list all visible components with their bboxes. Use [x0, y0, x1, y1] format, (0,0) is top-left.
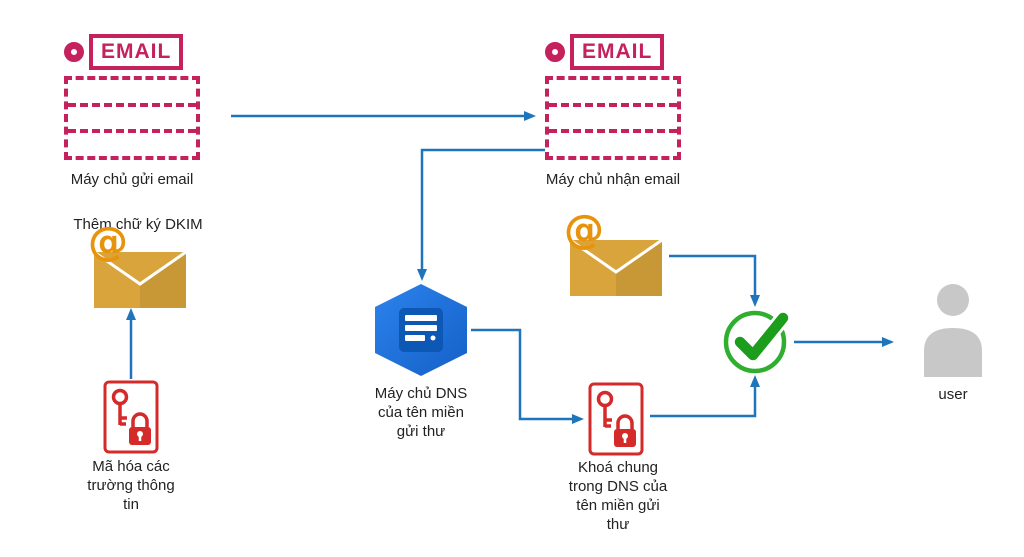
email-badge-text: EMAIL [582, 40, 653, 63]
sender-email-server: EMAIL Máy chủ gửi email [64, 33, 200, 189]
receiver-email-server: EMAIL Máy chủ nhận email [545, 33, 681, 189]
signed-email-icon: @ [88, 222, 194, 310]
envelope-icon [569, 238, 663, 296]
server-circle-icon [64, 42, 84, 62]
caption-line: trong DNS của [568, 478, 668, 496]
server-tray-icon [64, 76, 200, 160]
sender-server-label: Máy chủ gửi email [70, 171, 194, 188]
dashed-row [68, 129, 196, 156]
user-node: user [919, 283, 987, 404]
email-server-icon: EMAIL [64, 33, 200, 71]
encrypt-caption: Mã hóa các trường thông tin [73, 457, 189, 514]
check-verified-icon [723, 310, 791, 374]
at-icon: @ [88, 219, 128, 265]
dashed-row [68, 102, 196, 130]
user-label: user [938, 386, 968, 403]
server-tray-icon [545, 76, 681, 160]
caption-line: tin [123, 496, 139, 514]
encrypt-key-lock-icon [103, 380, 159, 454]
dns-server-label: Máy chủ DNS của tên miền gửi thư [358, 384, 484, 441]
envelope-icon [93, 250, 187, 308]
email-badge: EMAIL [570, 34, 665, 70]
receiver-server-label: Máy chủ nhận email [545, 171, 681, 188]
email-badge: EMAIL [89, 34, 184, 70]
arrow-dns-to-public-key [471, 328, 584, 424]
caption-line: trường thông [87, 477, 175, 495]
arrow-public-key-to-check [650, 375, 760, 418]
caption-line: Khoá chung [577, 459, 659, 476]
caption-line: Máy chủ DNS [374, 385, 468, 402]
arrow-receiver-to-dns [417, 148, 545, 281]
dns-server-hexagon-icon [375, 284, 467, 376]
caption-line: thư [606, 516, 630, 534]
dkim-caption: Thêm chữ ký DKIM [73, 216, 203, 233]
caption-line: của tên miền [378, 404, 464, 422]
user-icon [924, 284, 982, 377]
public-key-caption: Khoá chung trong DNS của tên miền gửi th… [554, 458, 682, 534]
caption-line: Mã hóa các [92, 458, 170, 475]
public-key-lock-icon [588, 382, 644, 456]
at-icon: @ [564, 207, 604, 253]
received-email-icon: @ [564, 210, 670, 298]
dashed-row [549, 102, 677, 130]
dashed-row [549, 80, 677, 103]
caption-line: tên miền gửi [576, 497, 660, 515]
caption-line: gửi thư [396, 423, 446, 441]
dashed-row [68, 80, 196, 103]
arrow-email-to-check [669, 254, 760, 307]
email-server-icon: EMAIL [545, 33, 681, 71]
server-circle-icon [545, 42, 565, 62]
email-badge-text: EMAIL [101, 40, 172, 63]
dashed-row [549, 129, 677, 156]
